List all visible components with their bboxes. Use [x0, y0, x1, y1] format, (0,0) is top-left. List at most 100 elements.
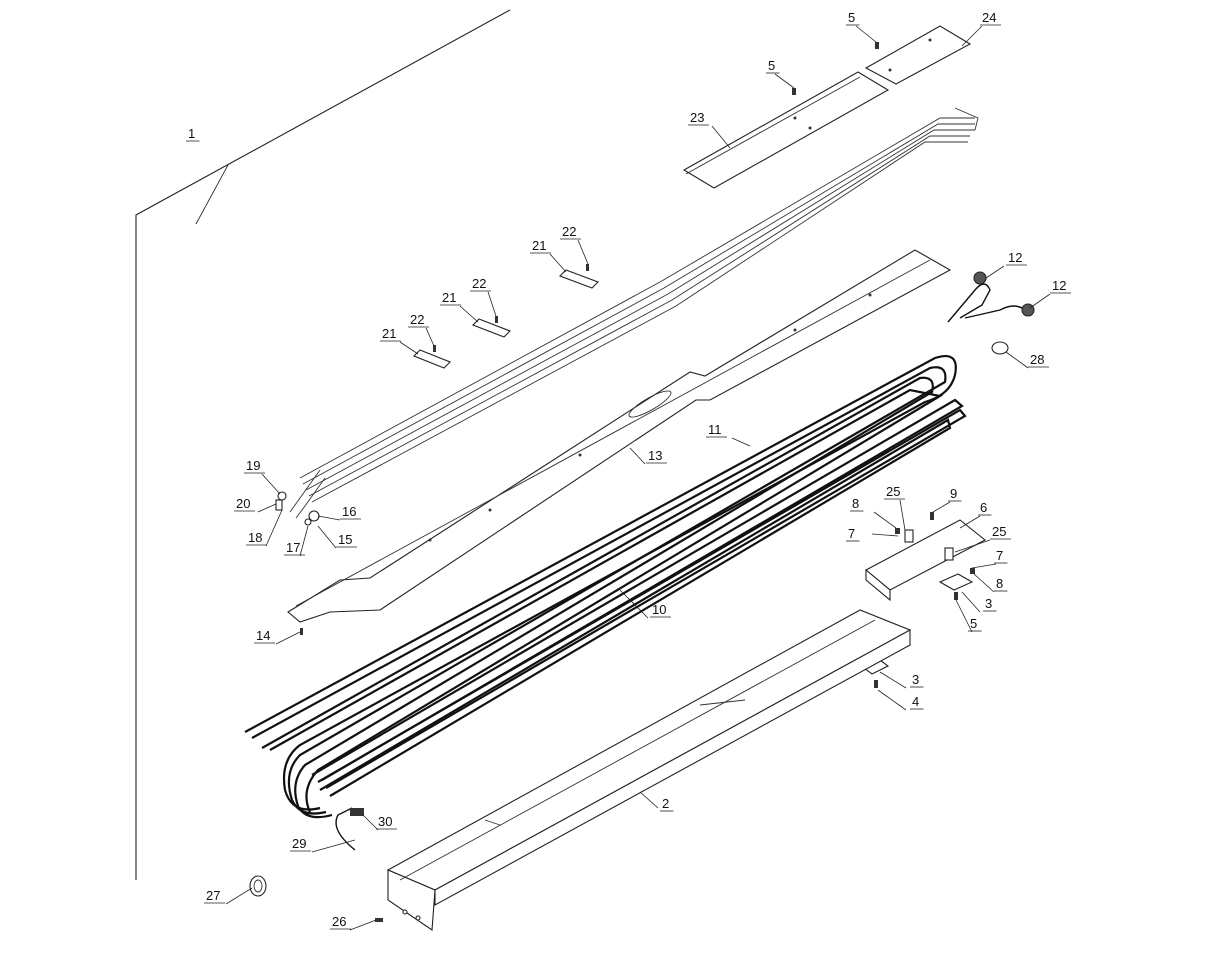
callout-leader-line — [459, 305, 479, 323]
callout-20: 20 — [234, 496, 277, 513]
callout-label: 8 — [852, 496, 859, 511]
clamp-27 — [249, 875, 267, 897]
callout-22: 22 — [408, 312, 435, 347]
callout-2: 2 — [639, 791, 674, 812]
callout-label: 25 — [992, 524, 1006, 539]
callout-label: 29 — [292, 836, 306, 851]
callout-22: 22 — [470, 276, 497, 317]
callout-label: 22 — [410, 312, 424, 327]
callout-leader-line — [487, 291, 497, 317]
callout-leader-line — [871, 533, 899, 537]
callout-label: 8 — [996, 576, 1003, 591]
callout-13: 13 — [629, 447, 667, 465]
hose-assembly-10-11 — [244, 354, 967, 819]
callout-25: 25 — [884, 484, 906, 531]
callout-19: 19 — [244, 458, 281, 495]
callout-leader-line — [261, 473, 281, 495]
callout-leader-line — [899, 499, 906, 531]
callout-5: 5 — [846, 10, 877, 43]
callout-leader-line — [961, 25, 983, 47]
callout-label: 5 — [848, 10, 855, 25]
callout-label: 6 — [980, 500, 987, 515]
callout-label: 2 — [662, 796, 669, 811]
callout-leader-line — [639, 791, 659, 809]
callout-label: 21 — [532, 238, 546, 253]
callout-27: 27 — [204, 887, 253, 905]
callout-label: 16 — [342, 504, 356, 519]
callout-leader-line — [619, 589, 649, 619]
callout-label: 4 — [912, 694, 919, 709]
callout-24: 24 — [961, 10, 1001, 47]
callout-leader-line — [265, 509, 283, 547]
callout-leader-line — [549, 253, 567, 273]
callout-label: 19 — [246, 458, 260, 473]
cover-strip-23 — [682, 71, 890, 189]
callout-leader-line — [195, 164, 229, 225]
spacer-plates-3 — [862, 573, 974, 688]
screw-14 — [300, 628, 303, 635]
brackets-21 — [413, 264, 599, 369]
end-fittings — [275, 491, 320, 526]
callout-7: 7 — [971, 548, 1008, 569]
screw-26 — [375, 918, 383, 922]
callout-leader-line — [932, 501, 951, 513]
callout-leader-line — [399, 341, 419, 355]
callout-label: 12 — [1052, 278, 1066, 293]
callout-11: 11 — [706, 422, 751, 447]
callout-label: 10 — [652, 602, 666, 617]
mounting-plate-6 — [865, 512, 986, 602]
callout-label: 21 — [382, 326, 396, 341]
callout-label: 27 — [206, 888, 220, 903]
callout-1: 1 — [186, 126, 229, 225]
callout-21: 21 — [380, 326, 419, 355]
callout-17: 17 — [284, 525, 309, 557]
callout-label: 26 — [332, 914, 346, 929]
callout-leader-line — [1005, 351, 1029, 369]
callout-leader-line — [877, 689, 907, 711]
callout-leader-line — [971, 563, 997, 569]
callout-10: 10 — [619, 589, 671, 619]
callout-leader-line — [873, 511, 897, 529]
callout-29: 29 — [290, 836, 356, 853]
callout-leader-line — [275, 631, 301, 645]
callout-leader-line — [774, 73, 795, 89]
callout-label: 11 — [708, 422, 722, 437]
callout-leader-line — [225, 887, 253, 905]
lower-tray-2 — [386, 609, 912, 931]
callout-label: 12 — [1008, 250, 1022, 265]
callout-label: 3 — [985, 596, 992, 611]
callout-label: 5 — [970, 616, 977, 631]
callout-7: 7 — [846, 526, 899, 542]
callout-label: 7 — [996, 548, 1003, 563]
callout-leader-line — [361, 813, 379, 831]
frame-rail-13 — [287, 249, 952, 623]
callout-label: 17 — [286, 540, 300, 555]
callout-8: 8 — [973, 573, 1008, 593]
callout-12: 12 — [1029, 278, 1071, 309]
callout-label: 23 — [690, 110, 704, 125]
callout-26: 26 — [330, 914, 377, 931]
callout-leader-line — [959, 515, 981, 529]
callout-14: 14 — [254, 628, 301, 645]
callout-21: 21 — [440, 290, 479, 323]
callout-leader-line — [311, 839, 356, 853]
callout-leader-line — [973, 573, 995, 593]
callout-21: 21 — [530, 238, 567, 273]
callout-label: 18 — [248, 530, 262, 545]
callout-label: 3 — [912, 672, 919, 687]
callout-label: 9 — [950, 486, 957, 501]
callout-16: 16 — [317, 504, 361, 521]
callout-label: 24 — [982, 10, 996, 25]
callout-leader-line — [985, 265, 1005, 279]
callout-8: 8 — [850, 496, 897, 529]
callout-15: 15 — [317, 525, 357, 549]
clamp-28 — [991, 341, 1009, 355]
wall-panel — [135, 9, 511, 880]
callout-label: 28 — [1030, 352, 1044, 367]
sensor-cables-12 — [947, 271, 1035, 323]
callout-leader-line — [961, 591, 981, 613]
callout-label: 14 — [256, 628, 270, 643]
pipe-bundle — [289, 107, 979, 519]
